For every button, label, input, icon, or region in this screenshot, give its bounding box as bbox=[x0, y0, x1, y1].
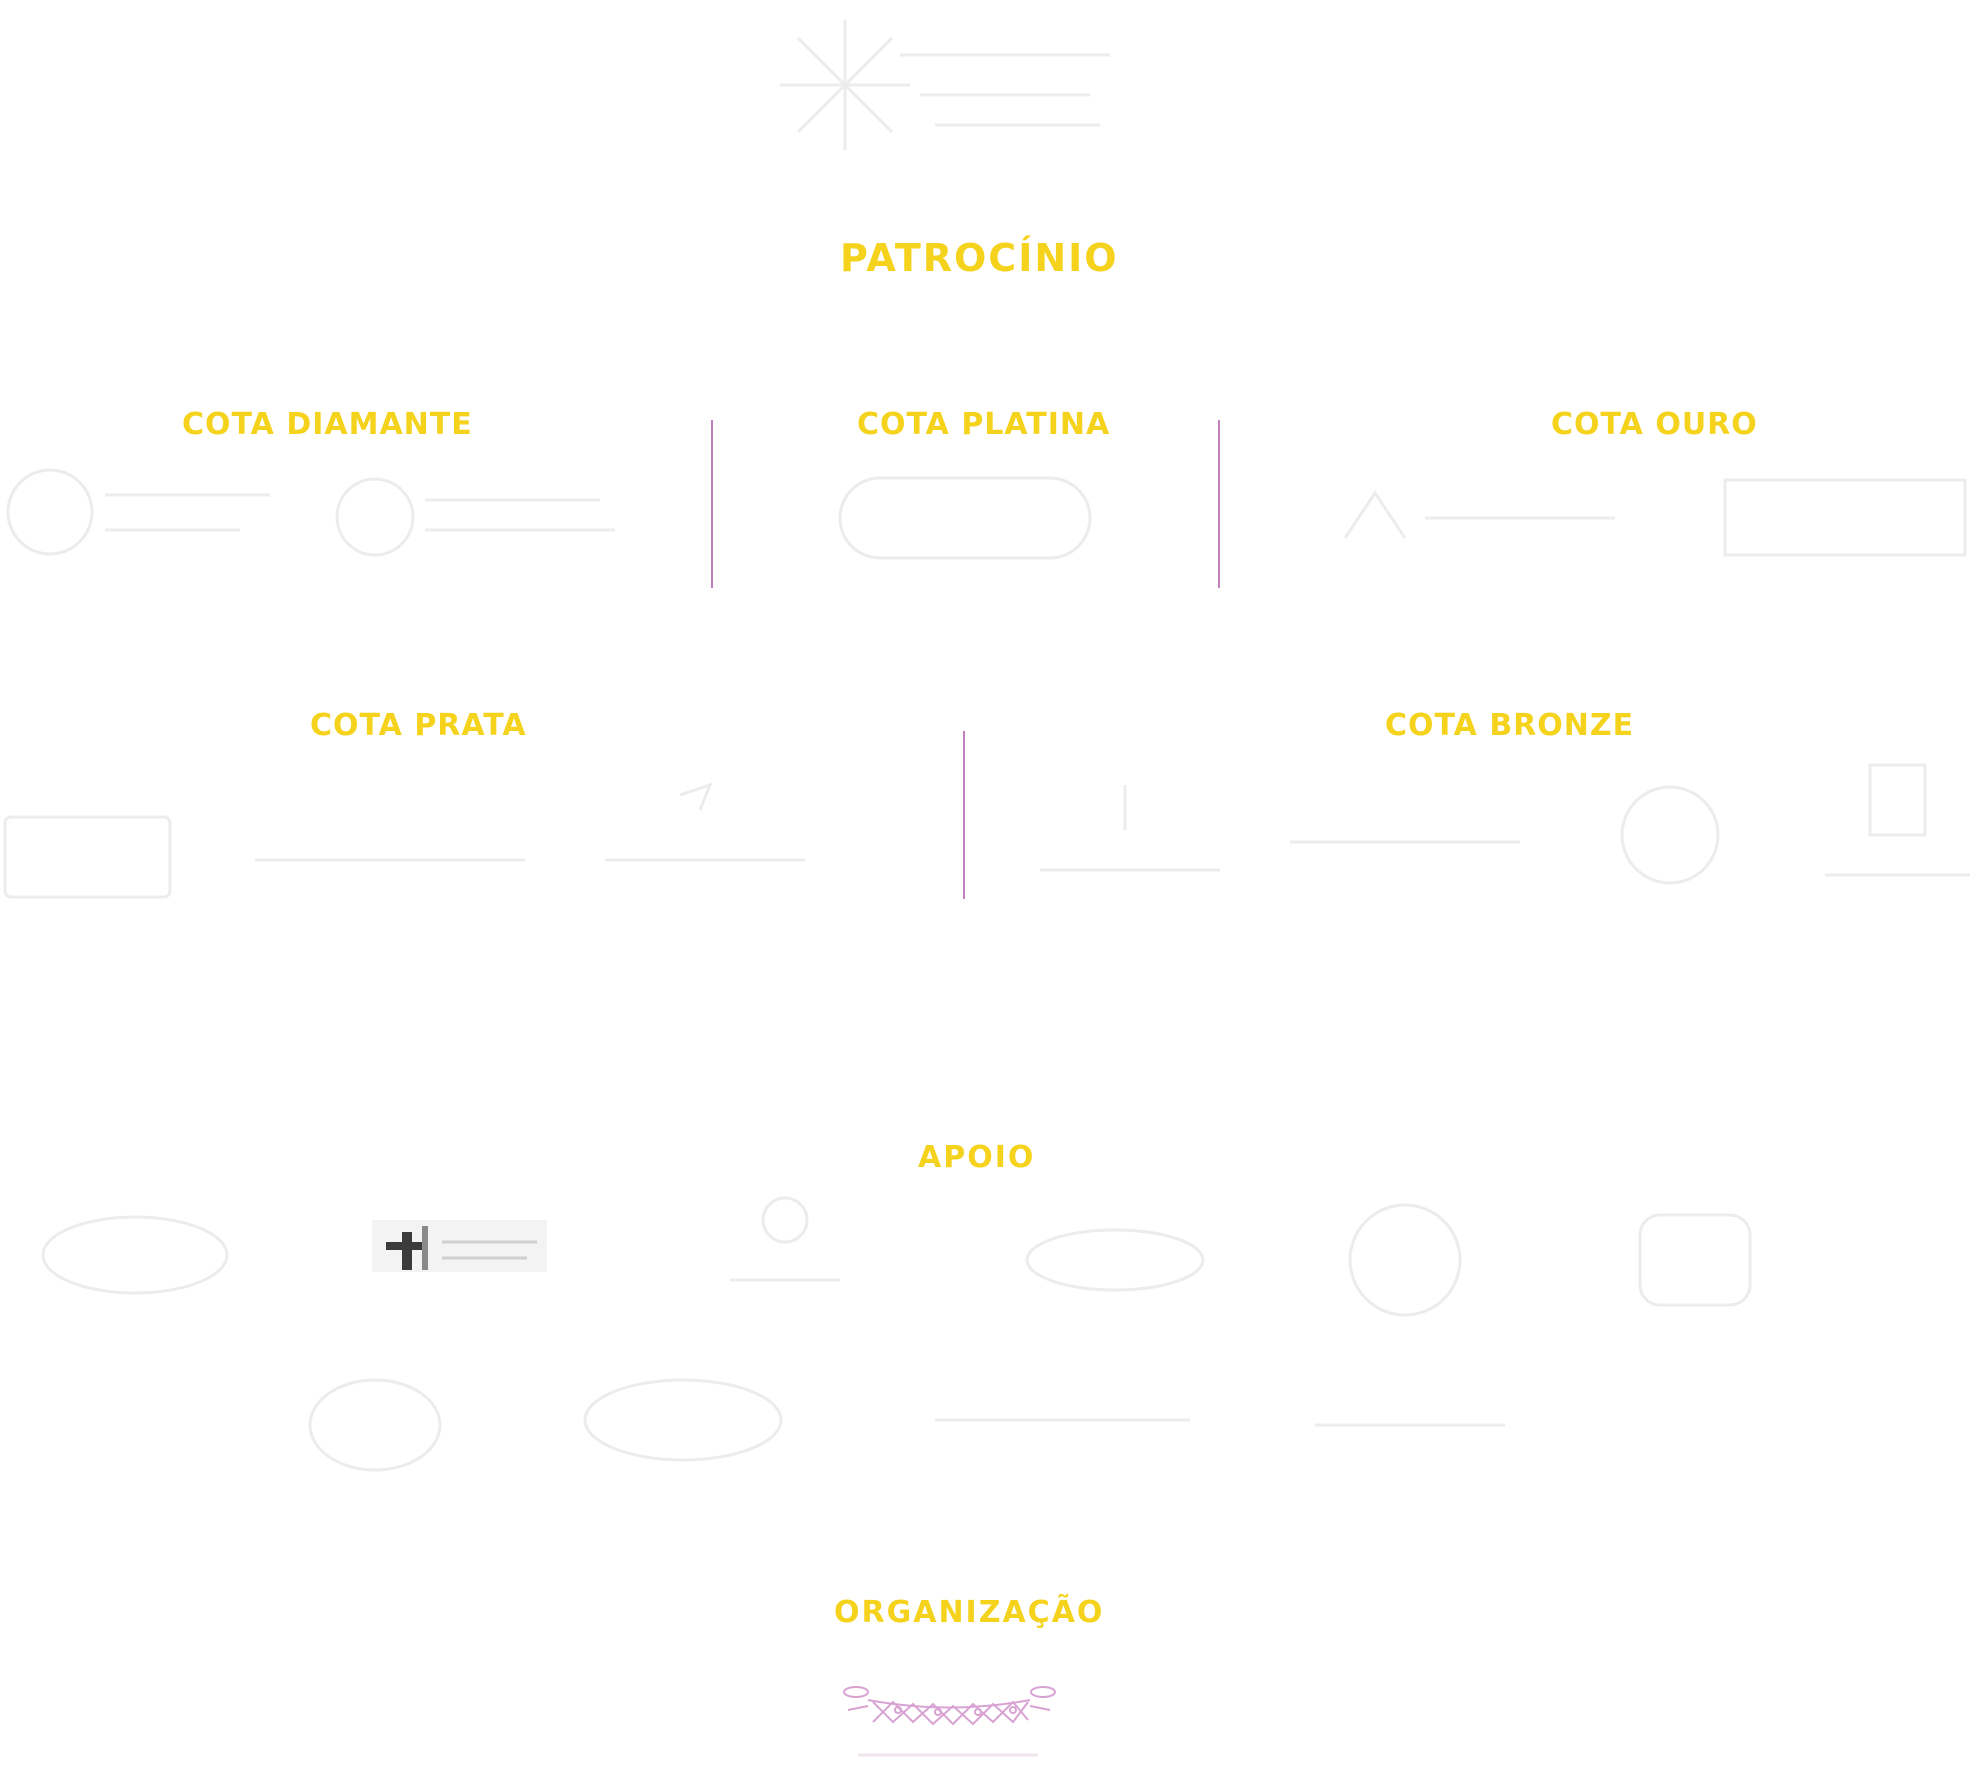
sponsor-logo-diamante-1 bbox=[0, 460, 290, 565]
support-logo-1 bbox=[35, 1210, 235, 1300]
support-logo-9 bbox=[930, 1390, 1195, 1450]
sponsor-logo-diamante-2 bbox=[330, 470, 620, 565]
organizer-logo bbox=[838, 1670, 1060, 1775]
divider-diamante-platina bbox=[711, 420, 713, 588]
sponsor-logo-prata-3 bbox=[600, 780, 810, 880]
support-logo-10 bbox=[1310, 1385, 1510, 1465]
cota-prata-heading: COTA PRATA bbox=[310, 708, 527, 743]
patrocinio-heading: PATROCÍNIO bbox=[840, 236, 1119, 280]
sponsor-logo-ouro-2 bbox=[1720, 470, 1970, 565]
support-logo-2 bbox=[372, 1212, 547, 1280]
sponsor-logo-bronze-1 bbox=[1035, 780, 1225, 890]
divider-platina-ouro bbox=[1218, 420, 1220, 588]
cota-bronze-heading: COTA BRONZE bbox=[1385, 708, 1635, 743]
sponsor-logo-bronze-2 bbox=[1285, 812, 1525, 872]
support-logo-6 bbox=[1635, 1210, 1755, 1310]
event-logo bbox=[770, 10, 1140, 160]
sponsor-logo-ouro-1 bbox=[1335, 478, 1625, 558]
sponsor-logo-prata-1 bbox=[0, 812, 175, 902]
sponsor-logo-platina-1 bbox=[835, 468, 1095, 568]
apoio-heading: APOIO bbox=[918, 1140, 1036, 1175]
cota-diamante-heading: COTA DIAMANTE bbox=[182, 407, 473, 442]
sponsor-logo-prata-2 bbox=[250, 840, 530, 880]
sponsor-logo-bronze-3 bbox=[1600, 780, 1740, 890]
divider-prata-bronze bbox=[963, 731, 965, 899]
support-logo-7 bbox=[300, 1370, 450, 1480]
support-logo-8 bbox=[578, 1370, 788, 1470]
organizacao-heading: ORGANIZAÇÃO bbox=[834, 1595, 1105, 1630]
cota-platina-heading: COTA PLATINA bbox=[857, 407, 1111, 442]
support-logo-5 bbox=[1340, 1195, 1470, 1335]
support-logo-4 bbox=[1020, 1220, 1210, 1300]
cota-ouro-heading: COTA OURO bbox=[1551, 407, 1758, 442]
sponsor-logo-bronze-4 bbox=[1820, 760, 1975, 890]
support-logo-3 bbox=[710, 1180, 860, 1330]
